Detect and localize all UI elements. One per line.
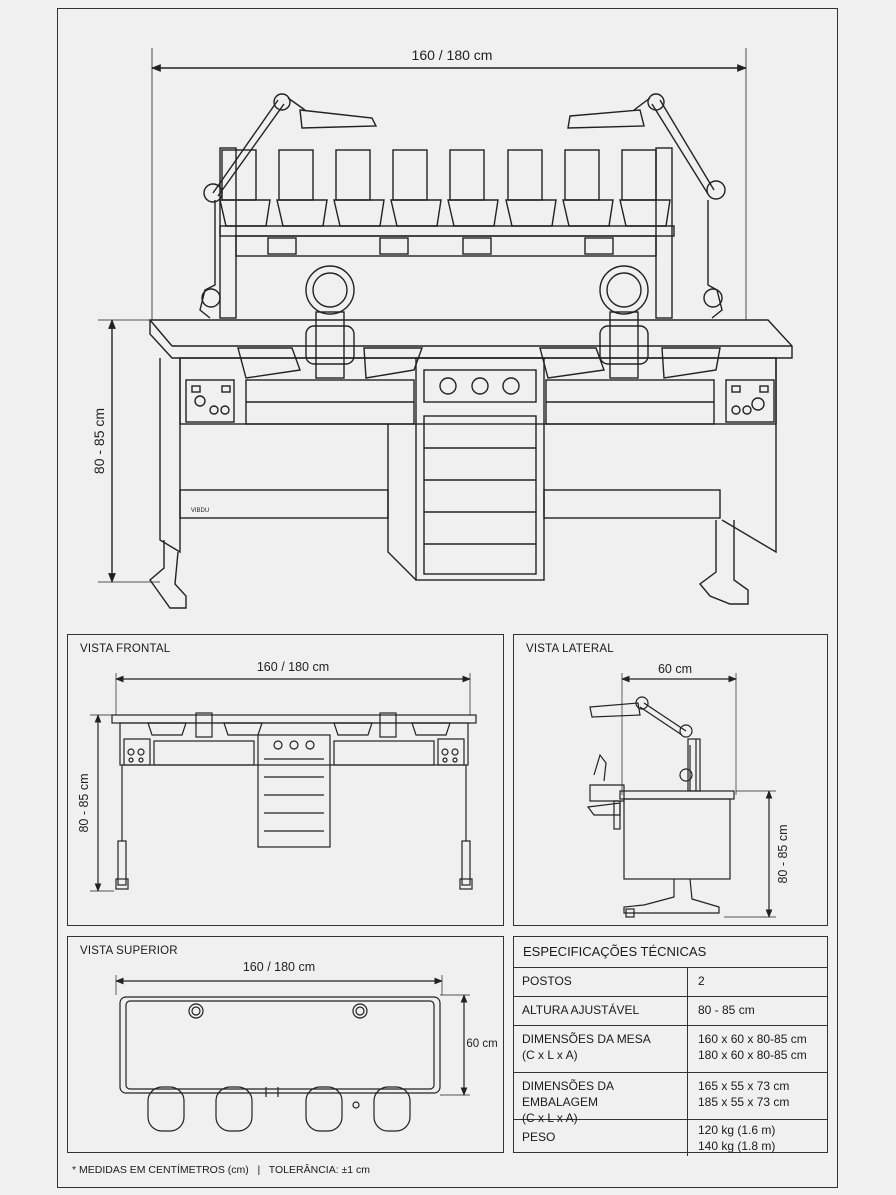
spec-row: DIMENSÕES DA MESA (C x L x A) 160 x 60 x…: [514, 1026, 827, 1073]
spec-label: ALTURA AJUSTÁVEL: [514, 997, 688, 1025]
spec-value: 165 x 55 x 73 cm 185 x 55 x 73 cm: [698, 1079, 790, 1109]
spec-row: ALTURA AJUSTÁVEL 80 - 85 cm: [514, 997, 827, 1026]
main-width-label: 160 / 180 cm: [412, 47, 493, 63]
side-view-panel: VISTA LATERAL 60 cm: [513, 634, 828, 926]
spec-label: DIMENSÕES DA EMBALAGEM (C x L x A): [514, 1073, 688, 1125]
worktop: [149, 319, 793, 359]
spec-value: 2: [698, 974, 705, 988]
spec-value: 160 x 60 x 80-85 cm 180 x 60 x 80-85 cm: [698, 1032, 807, 1062]
front-view-title: VISTA FRONTAL: [80, 643, 171, 655]
shelf-sockets: [267, 237, 614, 255]
spec-value: 120 kg (1.6 m) 140 kg (1.8 m): [698, 1123, 776, 1153]
polisher-left: [305, 265, 355, 379]
side-view-title: VISTA LATERAL: [526, 643, 614, 655]
spec-label: PESO: [514, 1120, 688, 1156]
top-worktop: [119, 996, 441, 1094]
spec-label: POSTOS: [514, 968, 688, 996]
side-height-label: 80 - 85 cm: [776, 824, 790, 883]
front-height-label: 80 - 85 cm: [77, 773, 91, 832]
polisher-right: [599, 265, 649, 379]
main-perspective-drawing: 160 / 180 cm 80 - 85 cm VIBDU: [91, 47, 793, 609]
front-view-panel: VISTA FRONTAL: [67, 634, 504, 926]
front-width-label: 160 / 180 cm: [257, 660, 329, 674]
spec-value: 80 - 85 cm: [698, 1003, 755, 1017]
control-box-right: [725, 379, 775, 423]
top-view-title: VISTA SUPERIOR: [80, 945, 178, 957]
spec-label: DIMENSÕES DA MESA (C x L x A): [514, 1026, 688, 1072]
specs-table: ESPECIFICAÇÕES TÉCNICAS POSTOS 2 ALTURA …: [513, 936, 828, 1156]
spec-row: PESO 120 kg (1.6 m) 140 kg (1.8 m): [514, 1120, 827, 1156]
top-depth-label: 60 cm: [466, 1038, 497, 1050]
outer-frame: [57, 8, 838, 1188]
top-view-panel: VISTA SUPERIOR 160 / 180 cm 60 cm: [67, 936, 504, 1153]
main-height-label: 80 - 85 cm: [91, 408, 107, 474]
upper-shelf: [219, 225, 675, 237]
top-width-label: 160 / 180 cm: [243, 960, 315, 974]
side-depth-label: 60 cm: [658, 662, 692, 676]
spec-row: POSTOS 2: [514, 968, 827, 997]
spec-row: DIMENSÕES DA EMBALAGEM (C x L x A) 165 x…: [514, 1073, 827, 1125]
brand-mark: VIBDU: [191, 508, 209, 514]
legs: [149, 520, 749, 609]
lamp-right: [567, 93, 726, 319]
lamp-left: [199, 93, 378, 319]
specs-title: ESPECIFICAÇÕES TÉCNICAS: [514, 937, 827, 968]
storage-bins: [219, 149, 671, 227]
center-cabinet: [415, 357, 545, 581]
control-box-left: [185, 379, 235, 423]
footnote: * MEDIDAS EM CENTÍMETROS (cm) | TOLERÂNC…: [72, 1164, 371, 1176]
